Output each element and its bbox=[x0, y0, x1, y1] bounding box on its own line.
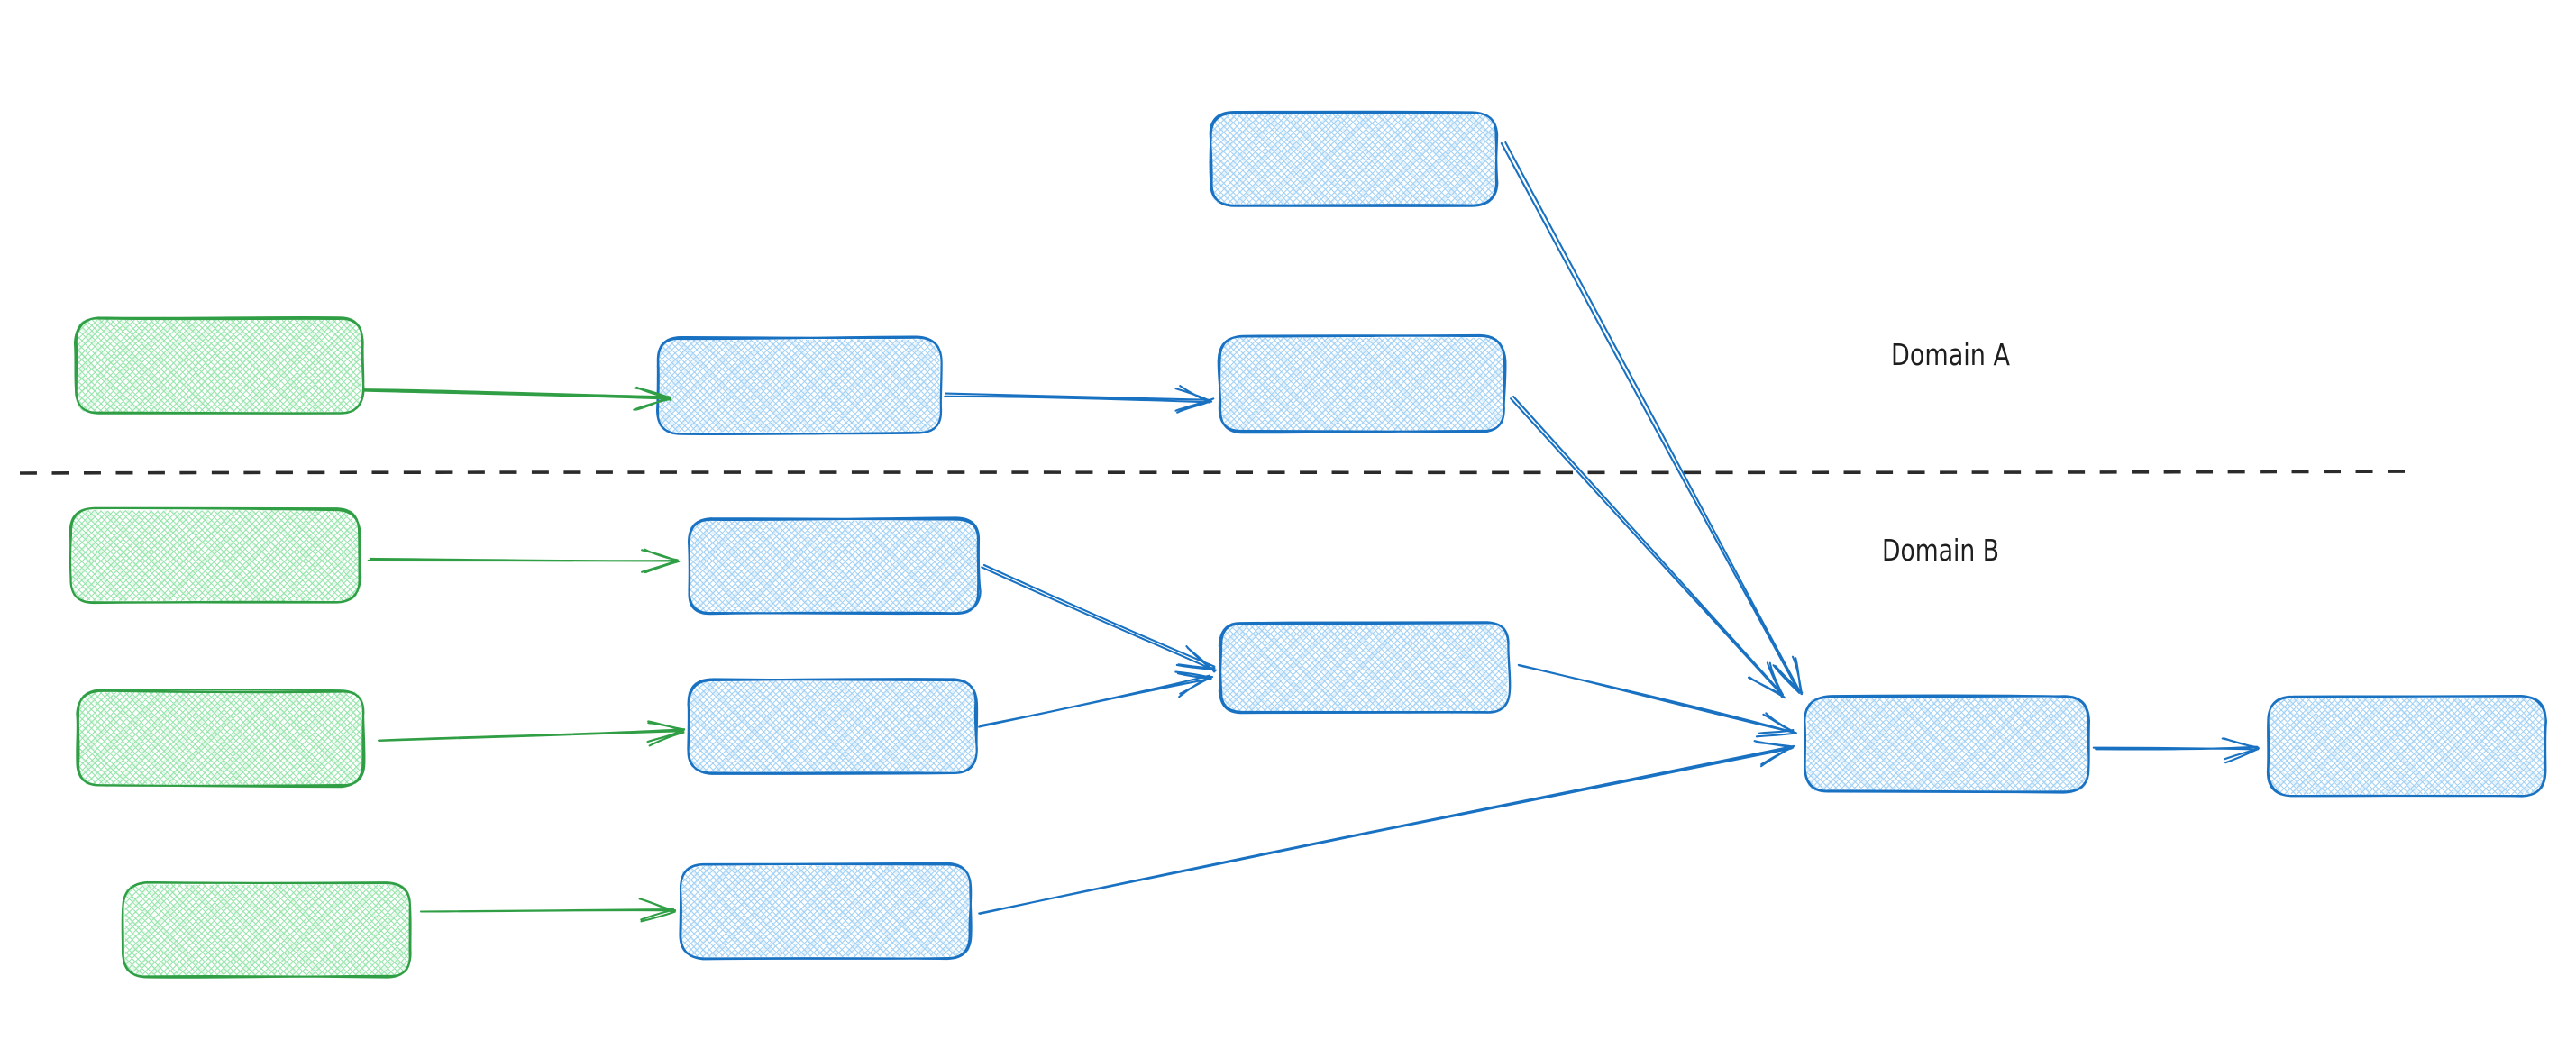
green-box-b2-hatch bbox=[77, 689, 365, 788]
blue-box-b3-hatch bbox=[679, 862, 973, 960]
blue-box-b1-hatch bbox=[688, 517, 981, 616]
green-box-b3-hatch bbox=[122, 881, 412, 979]
blue-box-b2-hatch bbox=[687, 678, 978, 775]
domain-b-label[interactable]: Domain B bbox=[1882, 533, 1999, 568]
blue-box-a-top-outline bbox=[1209, 110, 1499, 207]
green-box-b3-outline bbox=[121, 880, 412, 979]
blue-box-a1-hatch bbox=[655, 336, 943, 435]
arrow-green-b3-to-b3-shaft bbox=[419, 908, 675, 913]
domain-divider-dashed-line[interactable] bbox=[19, 470, 2415, 475]
blue-box-a2-hatch bbox=[1218, 334, 1506, 433]
blue-box-final-outline bbox=[2266, 694, 2547, 798]
arrow-b2-to-join-arrowhead-icon bbox=[1174, 670, 1214, 698]
blue-box-b1[interactable] bbox=[688, 516, 982, 616]
arrow-merge-to-final[interactable] bbox=[2092, 737, 2260, 764]
blue-box-merge[interactable] bbox=[1803, 694, 2090, 794]
blue-box-b2[interactable] bbox=[687, 678, 979, 775]
arrow-b1-to-join[interactable] bbox=[981, 563, 1218, 673]
arrow-a2-to-merge-arrowhead-icon bbox=[1747, 661, 1784, 698]
blue-box-a2-outline bbox=[1217, 333, 1507, 434]
blue-box-b-join-outline bbox=[1218, 621, 1512, 715]
domain-a-label[interactable]: Domain A bbox=[1891, 337, 2010, 372]
arrow-merge-to-final-shaft bbox=[2092, 745, 2260, 751]
arrow-a-top-to-merge-arrowhead-icon bbox=[1772, 655, 1804, 696]
arrow-a2-to-merge[interactable] bbox=[1510, 395, 1786, 699]
arrow-green-b1-to-b1[interactable] bbox=[367, 548, 681, 574]
blue-box-merge-hatch bbox=[1804, 695, 2090, 794]
divider-path bbox=[19, 470, 2415, 475]
arrow-join-to-merge[interactable] bbox=[1517, 663, 1797, 738]
arrow-green-b1-to-b1-shaft bbox=[367, 557, 679, 562]
arrow-a1-to-a2-shaft bbox=[944, 392, 1212, 404]
green-box-b1-hatch bbox=[69, 507, 361, 604]
blue-box-a-top-hatch bbox=[1209, 111, 1497, 207]
arrow-green-a-to-a1-arrowhead-icon bbox=[633, 386, 672, 411]
green-box-b3[interactable] bbox=[121, 880, 412, 979]
green-box-b2[interactable] bbox=[76, 689, 366, 789]
arrow-b3-to-merge-shaft bbox=[978, 744, 1795, 915]
blue-box-b-join-hatch bbox=[1219, 621, 1511, 715]
arrow-green-b3-to-b3[interactable] bbox=[419, 898, 677, 923]
arrow-a2-to-merge-shaft bbox=[1510, 395, 1786, 699]
arrow-b3-to-merge[interactable] bbox=[978, 740, 1795, 915]
arrow-b1-to-join-shaft bbox=[981, 563, 1217, 672]
arrow-b2-to-join-shaft bbox=[978, 674, 1211, 728]
blue-box-a1[interactable] bbox=[655, 335, 943, 435]
blue-box-b3-outline bbox=[679, 862, 973, 961]
blue-box-b-join[interactable] bbox=[1218, 621, 1512, 715]
arrow-a-top-to-merge[interactable] bbox=[1500, 141, 1804, 696]
arrow-green-a-to-a1-shaft bbox=[362, 388, 671, 400]
arrow-join-to-merge-shaft bbox=[1517, 663, 1797, 734]
arrow-green-b3-to-b3-arrowhead-icon bbox=[638, 898, 677, 923]
arrow-a-top-to-merge-shaft bbox=[1500, 141, 1801, 693]
arrow-green-b1-to-b1-arrowhead-icon bbox=[641, 548, 681, 574]
green-box-b2-outline bbox=[76, 689, 366, 789]
blue-box-b1-outline bbox=[688, 516, 982, 616]
blue-box-a2[interactable] bbox=[1217, 333, 1507, 434]
arrow-green-b2-to-b2-shaft bbox=[378, 728, 686, 742]
arrow-b2-to-join[interactable] bbox=[978, 670, 1214, 728]
arrow-a1-to-a2-arrowhead-icon bbox=[1174, 385, 1215, 414]
arrow-green-b2-to-b2[interactable] bbox=[378, 720, 686, 747]
green-box-b1[interactable] bbox=[69, 506, 362, 605]
blue-box-final-hatch bbox=[2267, 695, 2547, 798]
arrow-b1-to-join-arrowhead-icon bbox=[1175, 645, 1218, 673]
arrow-green-b2-to-b2-arrowhead-icon bbox=[646, 720, 685, 747]
green-box-a[interactable] bbox=[73, 315, 365, 415]
blue-box-b3[interactable] bbox=[679, 862, 973, 961]
blue-box-b2-outline bbox=[687, 678, 979, 775]
blue-box-merge-outline bbox=[1803, 694, 2090, 794]
arrow-green-a-to-a1[interactable] bbox=[362, 386, 672, 411]
green-box-a-outline bbox=[73, 315, 365, 415]
arrow-join-to-merge-arrowhead-icon bbox=[1755, 712, 1797, 738]
arrow-b3-to-merge-arrowhead-icon bbox=[1753, 740, 1795, 768]
blue-box-a-top[interactable] bbox=[1209, 110, 1499, 207]
blue-box-final[interactable] bbox=[2266, 694, 2547, 798]
green-box-a-hatch bbox=[74, 316, 363, 415]
arrow-a1-to-a2[interactable] bbox=[944, 385, 1215, 414]
green-box-b1-outline bbox=[69, 506, 362, 605]
arrow-merge-to-final-arrowhead-icon bbox=[2221, 737, 2260, 764]
